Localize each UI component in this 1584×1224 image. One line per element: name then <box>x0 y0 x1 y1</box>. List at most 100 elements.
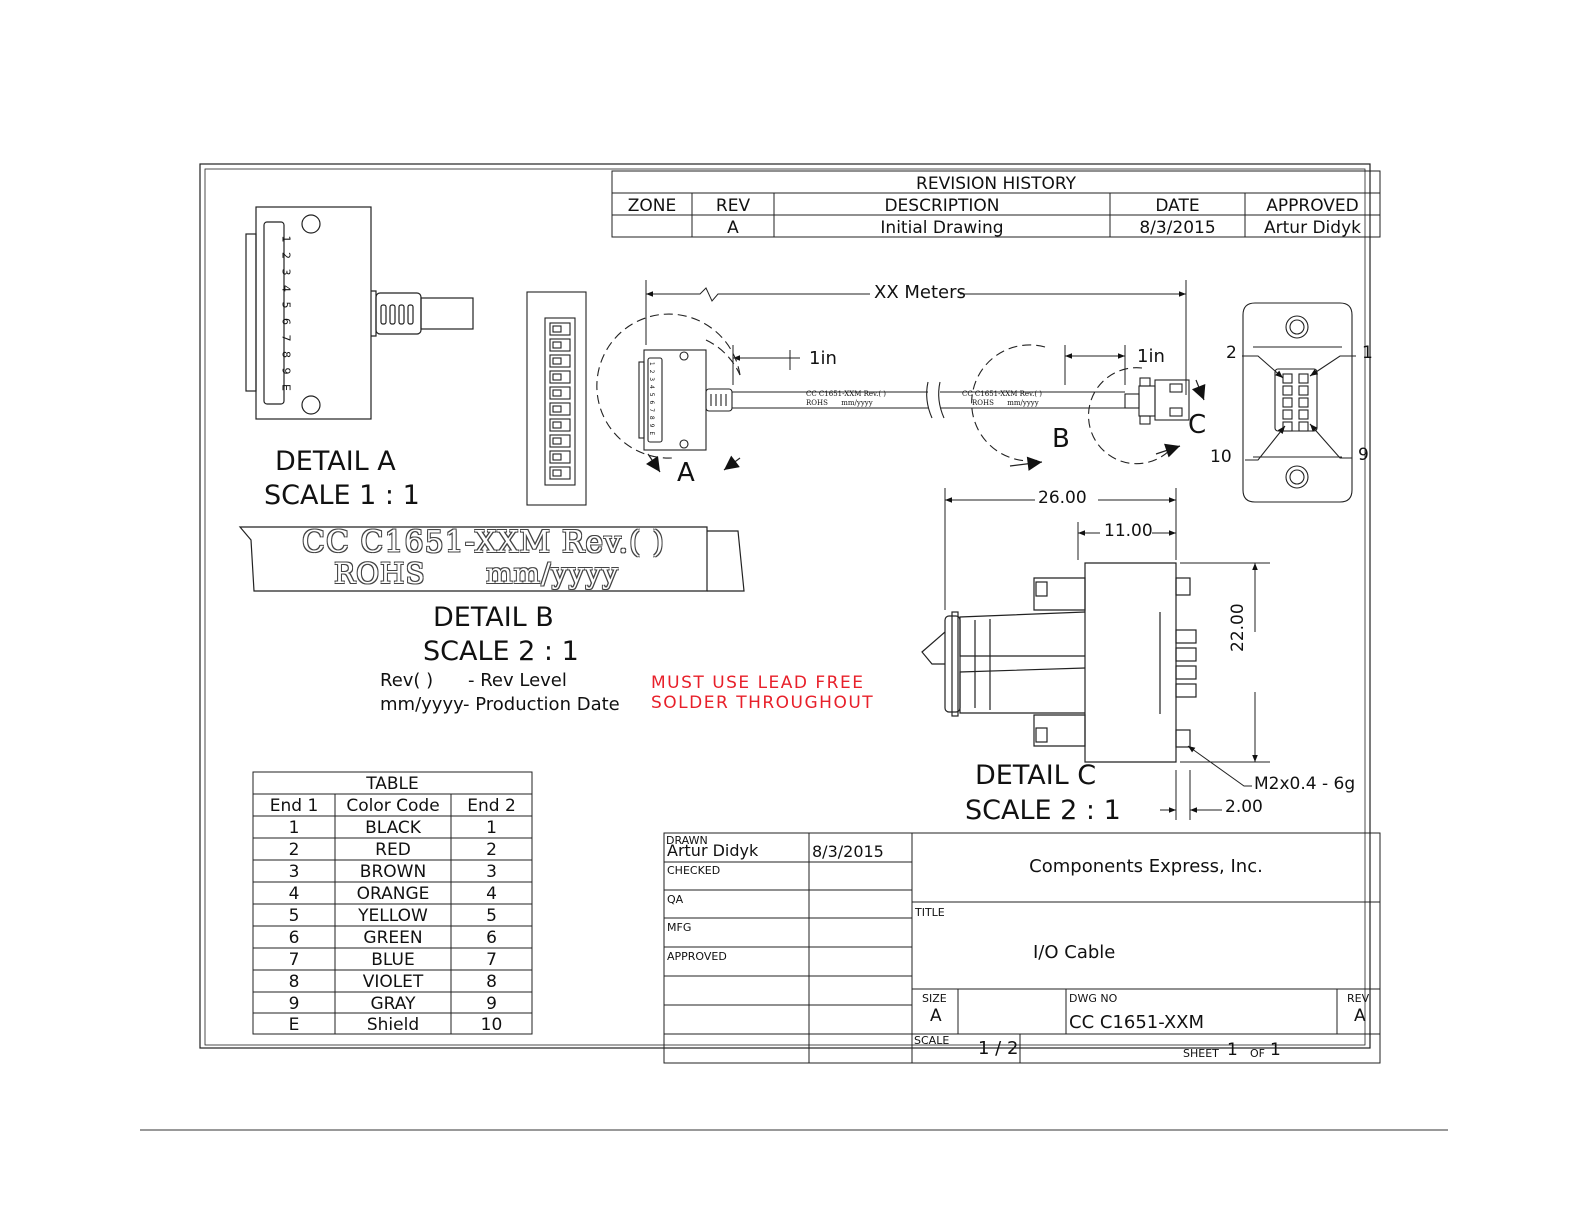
rev-cell-approved: Artur Didyk <box>1264 218 1361 238</box>
wire-table-cell: 4 <box>288 884 300 904</box>
detail-c-connector <box>921 562 1197 763</box>
dim-22: 22.00 <box>1228 603 1248 652</box>
note-rev-value: - Rev Level <box>468 670 567 691</box>
cable-print-right-1: CC C1651-XXM Rev.( ) <box>962 390 1043 398</box>
wire-table-header: End 2 <box>467 796 516 816</box>
size-value: A <box>930 1006 942 1026</box>
dim-1in-left: 1in <box>809 348 837 369</box>
wire-table-cell: E <box>288 1015 300 1035</box>
cable-print-left-1: CC C1651-XXM Rev.( ) <box>806 390 887 398</box>
wire-table-cell: BLUE <box>371 950 415 970</box>
detail-c-title: DETAIL C <box>975 760 1097 791</box>
wire-table-cell: 3 <box>486 862 497 882</box>
revision-table-grid <box>611 170 1381 238</box>
detail-b-print-line1: CC C1651-XXM Rev.( ) <box>302 525 665 560</box>
detail-b-print-line2b: mm/yyyy <box>486 557 619 590</box>
drawn-label: DRAWN <box>666 834 708 847</box>
wire-table-cell: GREEN <box>363 928 423 948</box>
of-value: 1 <box>1270 1040 1281 1060</box>
wire-table-cell: 3 <box>288 862 300 882</box>
detail-callout-arrows <box>646 379 1206 473</box>
end-view-pin-10: 10 <box>1210 447 1232 467</box>
wire-table-cell: 6 <box>288 928 300 948</box>
wire-table-cell: 5 <box>486 906 497 926</box>
detail-c-dimensions <box>944 488 1270 820</box>
dwg-no-value: CC C1651-XXM <box>1069 1012 1205 1033</box>
rev-header-zone: ZONE <box>627 196 677 216</box>
rev-header-rev: REV <box>715 196 751 216</box>
wire-table-cell: 2 <box>486 840 497 860</box>
mfg-label: MFG <box>667 921 692 934</box>
dim-26: 26.00 <box>1035 490 1090 507</box>
of-label: OF <box>1250 1047 1265 1060</box>
detail-c-scale: SCALE 2 : 1 <box>965 795 1121 826</box>
wire-table-cell: 9 <box>288 994 300 1014</box>
sheet-label: SHEET <box>1183 1047 1219 1060</box>
dim-11: 11.00 <box>1104 521 1153 541</box>
detail-a-pin-numbers: 1 2 3 4 5 6 7 8 9 E <box>279 235 293 394</box>
connector-top-view <box>526 291 587 506</box>
end-view-pin-1: 1 <box>1362 343 1373 363</box>
rev-cell-date: 8/3/2015 <box>1139 218 1216 238</box>
detail-a-title: DETAIL A <box>275 446 396 477</box>
sheet-value: 1 <box>1227 1040 1238 1060</box>
size-label: SIZE <box>922 992 947 1005</box>
wire-table-cell: 2 <box>288 840 300 860</box>
wire-table-cell: 8 <box>288 972 300 992</box>
wire-table-cell: BLACK <box>365 818 421 838</box>
wire-table-title: TABLE <box>366 774 419 794</box>
note-date-key: mm/yyyy <box>380 694 464 715</box>
callout-a: A <box>677 458 695 488</box>
assembly-pin-numbers: 1 2 3 4 5 6 7 8 9 E <box>648 361 655 437</box>
dwg-no-label: DWG NO <box>1069 992 1118 1005</box>
wire-table-cell: BROWN <box>359 862 427 882</box>
title-block-grid <box>663 832 1381 1064</box>
thread-spec: M2x0.4 - 6g <box>1254 774 1356 794</box>
cable-print-left-2: ROHS mm/yyyy <box>806 399 873 407</box>
length-label: XX Meters <box>874 282 966 303</box>
rev-header-date: DATE <box>1155 196 1200 216</box>
detail-b-title: DETAIL B <box>433 602 554 633</box>
company-name: Components Express, Inc. <box>1029 856 1263 877</box>
rev-label: REV <box>1347 992 1370 1005</box>
drawn-date: 8/3/2015 <box>812 842 884 861</box>
wire-table-cell: 7 <box>486 950 497 970</box>
detail-a-scale: SCALE 1 : 1 <box>264 480 420 511</box>
warning-line-2: SOLDER THROUGHOUT <box>651 693 875 713</box>
end-view-pin-9: 9 <box>1358 445 1369 465</box>
wire-table-cell: 6 <box>486 928 497 948</box>
length-dimension <box>645 280 1187 395</box>
detail-b-scale: SCALE 2 : 1 <box>423 636 579 667</box>
approved-label: APPROVED <box>667 950 727 963</box>
wire-table-cell: 7 <box>288 950 300 970</box>
rev-header-description: DESCRIPTION <box>884 196 1000 216</box>
rev-value: A <box>1354 1006 1366 1026</box>
cable-assembly <box>596 313 1190 465</box>
qa-label: QA <box>667 893 684 906</box>
detail-a-connector <box>245 206 474 420</box>
wire-table-cell: 8 <box>486 972 497 992</box>
cable-print-right-2: ROHS mm/yyyy <box>972 399 1039 407</box>
sheet-border <box>199 163 1371 1049</box>
title-label: TITLE <box>915 906 945 919</box>
wire-table-cell: ORANGE <box>356 884 430 904</box>
end-view-pin-2: 2 <box>1226 343 1237 363</box>
wire-table-cell: VIOLET <box>362 972 424 992</box>
rev-cell-rev: A <box>727 218 739 238</box>
scale-label: SCALE <box>914 1034 950 1047</box>
callout-c: C <box>1188 410 1207 440</box>
callout-b: B <box>1052 424 1070 454</box>
drawing-title: I/O Cable <box>1033 942 1116 963</box>
wire-table-cell: RED <box>375 840 411 860</box>
detail-b-print-line2a: ROHS <box>334 557 426 590</box>
warning-line-1: MUST USE LEAD FREE <box>651 673 865 693</box>
revision-history-title: REVISION HISTORY <box>916 174 1076 194</box>
dim-1in-right: 1in <box>1137 346 1165 367</box>
detail-b-cable <box>238 526 745 592</box>
wire-table-cell: 1 <box>486 818 497 838</box>
rev-cell-description: Initial Drawing <box>880 218 1004 238</box>
rev-header-approved: APPROVED <box>1266 196 1359 216</box>
drawn-name: Artur Didyk <box>667 841 759 860</box>
